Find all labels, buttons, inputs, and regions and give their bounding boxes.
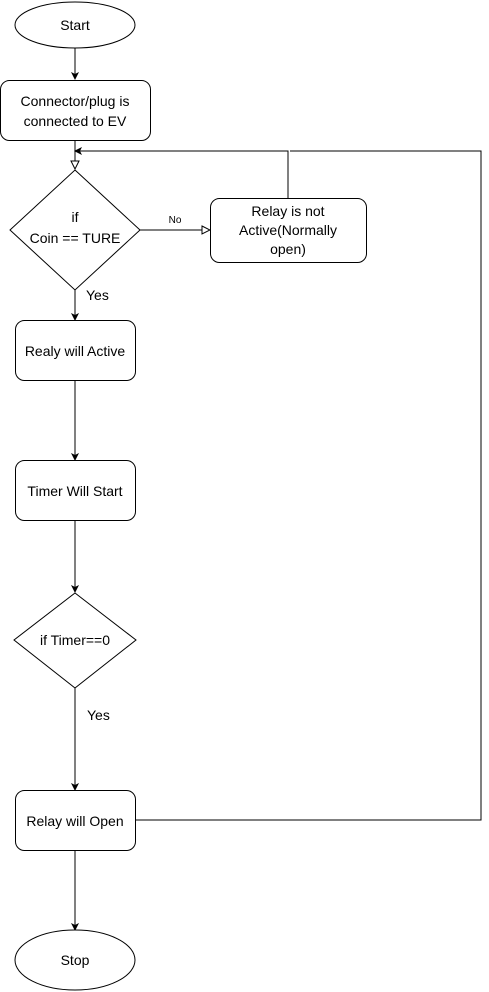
relay-active-label: Realy will Active [25,343,126,359]
edge-label-no: No [169,215,182,226]
start-label: Start [60,17,90,33]
relay-not-active-process-shape [210,198,367,263]
relay-open-label: Relay will Open [26,813,123,829]
coin-check-label-line1: if [72,209,79,225]
node-relay-active: Realy will Active [15,320,136,381]
relay-not-active-label-line3: open) [270,241,306,257]
timer-start-label: Timer Will Start [27,483,122,499]
node-connector: Connector/plug is connected to EV [0,80,151,141]
node-relay-open: Relay will Open [15,790,136,851]
coin-check-decision-shape [9,169,141,291]
start-terminal-shape [14,1,136,49]
connector-label-line1: Connector/plug is [21,93,130,109]
node-coin-check: if Coin == TURE [9,169,141,291]
edge-relay-open-loop [135,150,482,821]
stop-terminal-shape [14,929,136,991]
coin-check-label-line2: Coin == TURE [30,230,121,246]
node-start: Start [14,1,136,49]
timer-check-decision-shape [13,592,137,689]
node-timer-start: Timer Will Start [15,460,136,521]
relay-active-process-shape [15,320,136,381]
edges [74,48,482,931]
connector-label-line2: connected to EV [24,113,127,129]
node-stop: Stop [14,929,136,991]
node-relay-not-active: Relay is not Active(Normally open) [210,198,367,263]
edge-relay-not-active-loop [74,147,289,198]
relay-not-active-label-line1: Relay is not [251,203,324,219]
edge-label-yes-timer: Yes [87,707,110,723]
timer-check-label: if Timer==0 [40,632,110,648]
node-timer-check: if Timer==0 [13,592,137,689]
edge-label-yes-coin: Yes [86,287,109,303]
stop-label: Stop [61,952,90,968]
connector-process-shape [0,80,151,141]
relay-not-active-label-line2: Active(Normally [239,222,337,238]
timer-start-process-shape [15,460,136,521]
relay-open-process-shape [15,790,136,851]
